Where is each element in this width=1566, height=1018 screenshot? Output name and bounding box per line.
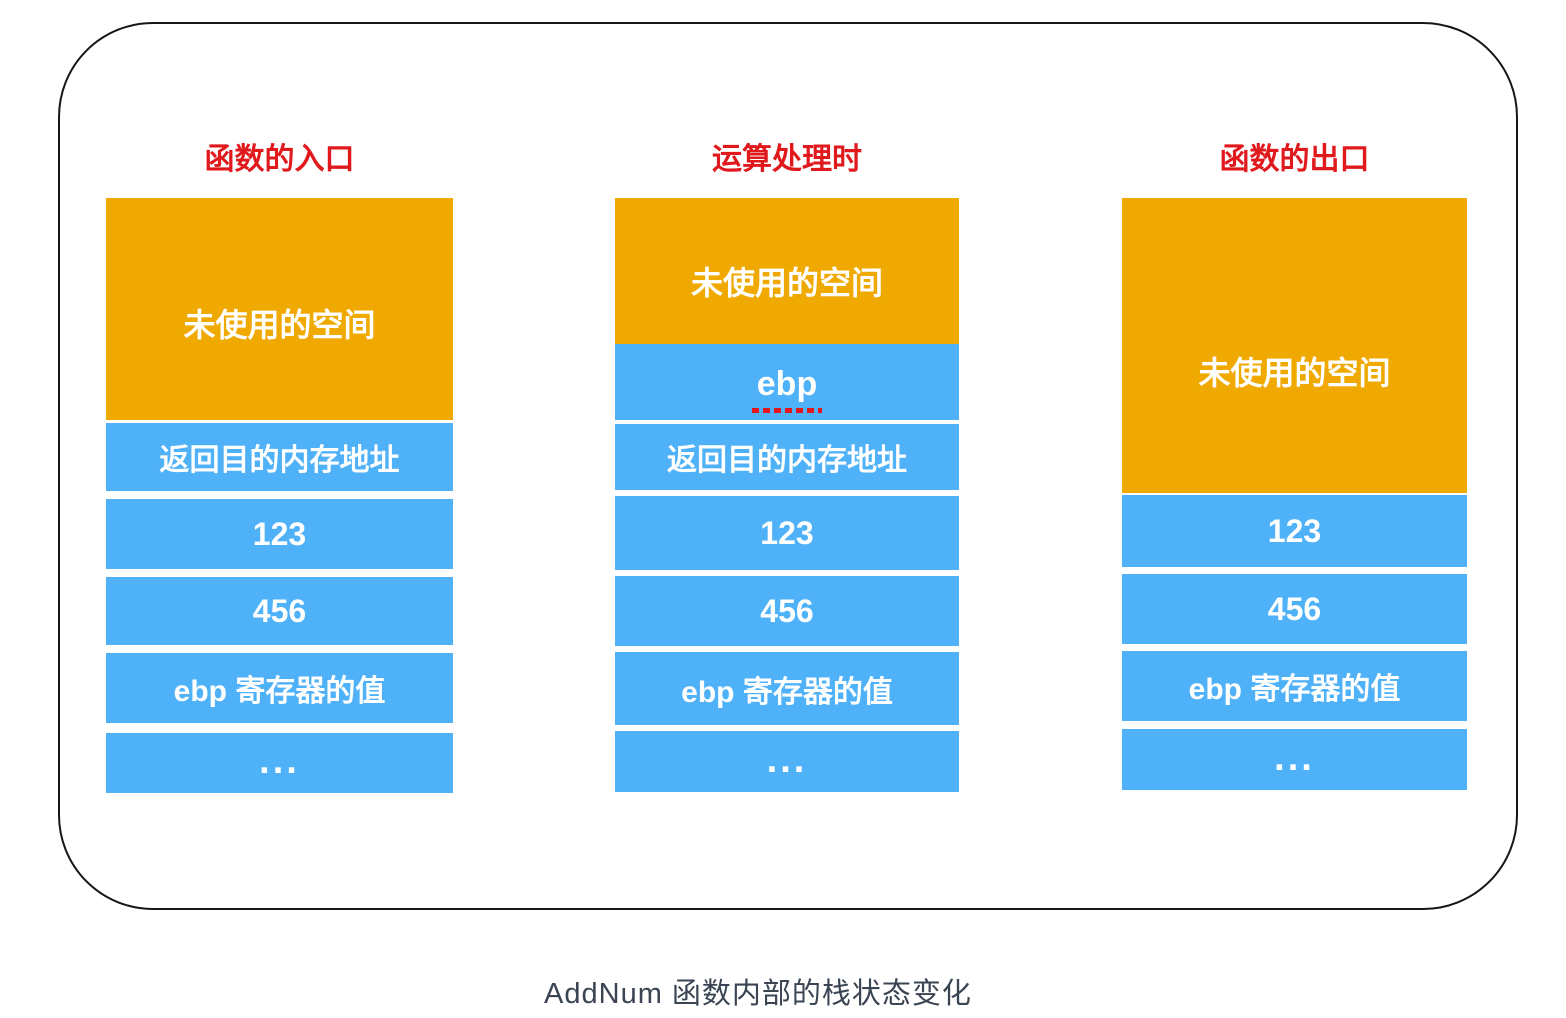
column-title-exit: 函数的出口 — [1219, 143, 1370, 176]
stack-cell-saved-ebp: ebp 寄存器的值 — [1122, 651, 1467, 721]
cell-label: 456 — [1267, 590, 1322, 627]
stack-exit: 未使用的空间 123 456 ebp 寄存器的值 ... — [1122, 198, 1467, 790]
column-function-exit: 函数的出口 未使用的空间 123 456 ebp 寄存器的值 ... — [1122, 140, 1467, 790]
stack-cell-unused-space: 未使用的空间 — [1122, 198, 1467, 493]
cell-label: 456 — [760, 592, 814, 629]
column-function-entry: 函数的入口 未使用的空间 返回目的内存地址 123 456 ebp 寄存器的值 … — [106, 140, 453, 793]
stack-cell-ellipsis: ... — [106, 733, 453, 793]
diagram-caption: AddNum 函数内部的栈状态变化 — [544, 978, 972, 1010]
stack-cell-ebp: ebp — [615, 344, 959, 420]
stack-cell-return-address: 返回目的内存地址 — [106, 423, 453, 491]
cell-label: ebp 寄存器的值 — [681, 675, 893, 709]
rounded-frame — [58, 22, 1518, 910]
stack-cell-saved-ebp: ebp 寄存器的值 — [106, 653, 453, 723]
column-title-entry: 函数的入口 — [204, 143, 355, 176]
cell-label: 123 — [760, 514, 814, 551]
cell-label: ebp 寄存器的值 — [173, 675, 386, 708]
stack-cell-unused-space: 未使用的空间 — [615, 198, 959, 344]
stack-cell-arg-123: 123 — [615, 496, 959, 570]
cell-label: ... — [766, 739, 808, 781]
cell-label: 456 — [252, 592, 307, 629]
cell-label: ... — [1274, 737, 1315, 779]
cell-label: 未使用的空间 — [1198, 354, 1391, 391]
cell-label: 返回目的内存地址 — [159, 444, 400, 477]
stack-cell-arg-456: 456 — [615, 576, 959, 646]
stack-cell-unused-space: 未使用的空间 — [106, 198, 453, 420]
stack-cell-arg-456: 456 — [106, 577, 453, 645]
cell-label: 返回目的内存地址 — [667, 444, 907, 477]
stack-cell-arg-456: 456 — [1122, 574, 1467, 644]
stack-cell-return-address: 返回目的内存地址 — [615, 424, 959, 490]
column-processing: 运算处理时 未使用的空间 ebp 返回目的内存地址 123 456 ebp 寄存… — [615, 140, 959, 792]
stack-cell-arg-123: 123 — [1122, 495, 1467, 567]
ebp-label-red-dotted-underline: ebp — [751, 365, 823, 413]
stack-processing: 未使用的空间 ebp 返回目的内存地址 123 456 ebp 寄存器的值 ..… — [615, 198, 959, 792]
stack-cell-saved-ebp: ebp 寄存器的值 — [615, 652, 959, 725]
cell-label: 未使用的空间 — [183, 307, 376, 343]
cell-label: ... — [259, 740, 300, 782]
cell-label: ebp 寄存器的值 — [1188, 673, 1401, 706]
cell-label: 123 — [1267, 512, 1322, 549]
stack-cell-arg-123: 123 — [106, 499, 453, 569]
stack-cell-ellipsis: ... — [1122, 729, 1467, 790]
cell-label: 123 — [252, 515, 307, 552]
column-title-processing: 运算处理时 — [712, 143, 862, 176]
cell-label: 未使用的空间 — [690, 265, 883, 301]
stack-cell-ellipsis: ... — [615, 731, 959, 792]
stack-entry: 未使用的空间 返回目的内存地址 123 456 ebp 寄存器的值 ... — [106, 198, 453, 793]
